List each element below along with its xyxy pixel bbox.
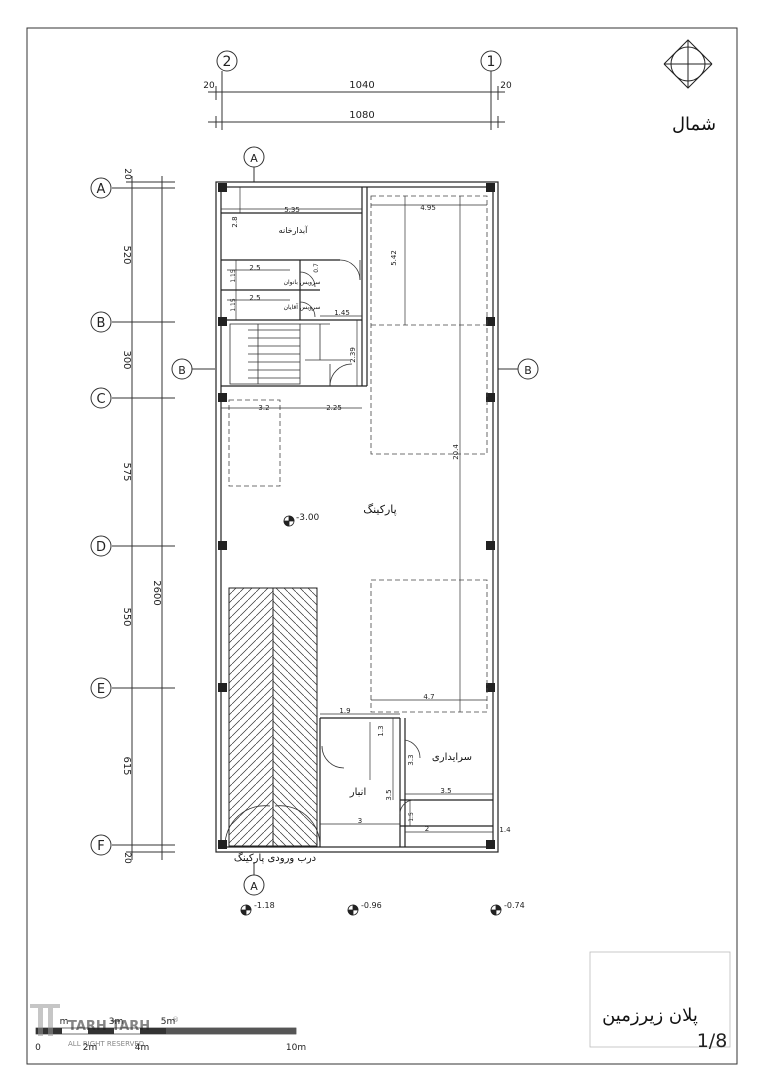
dim-top-left-small: 20 [203, 81, 215, 91]
grid-bubble-row-b [90, 311, 112, 333]
dim-3-3: 3.3 [407, 754, 415, 765]
dim-top-overall: 1080 [349, 110, 374, 121]
level-l1: -1.18 [254, 901, 275, 910]
title-block-scale: 1/8 [697, 1030, 728, 1052]
grid-axis-left [112, 176, 175, 860]
grid-bubble-row-c [90, 387, 112, 409]
grid-label-row-a: A [97, 182, 106, 197]
grid-bubble-col-2 [216, 50, 238, 72]
level-main: -3.00 [296, 513, 320, 523]
sheet-border [26, 27, 738, 1065]
dim-1-9: 1.9 [339, 707, 350, 715]
room-label-storage: انبار [349, 787, 366, 798]
dim-3-5-a: 3.5 [440, 787, 451, 795]
logo-mark: ® [172, 1016, 179, 1024]
grid-bubble-row-a [90, 177, 112, 199]
inner-dimension-texts: 5.35 2.8 4.95 5.42 2.5 1.15 0.7 2.5 1.15… [230, 204, 511, 834]
scale-t4: 4m [135, 1043, 150, 1053]
dim-2: 2 [425, 825, 429, 833]
room-label-entrance-door: درب ورودی پارکینگ [234, 852, 316, 864]
room-label-pantry: آبدارخانه [279, 225, 308, 235]
structural-columns [218, 183, 495, 849]
dim-1-4: 1.4 [499, 826, 511, 834]
grid-label-col-1: 1 [487, 54, 496, 70]
dim-1-3: 1.3 [377, 725, 385, 736]
dim-left-overall: 2600 [151, 580, 162, 605]
building-walls [215, 181, 499, 853]
dim-3-2: 3.2 [258, 404, 269, 412]
title-block-title: پلان زیرزمین [602, 1005, 698, 1026]
dim-0-7: 0.7 [313, 263, 320, 273]
grid-bubble-row-f [90, 834, 112, 856]
grid-label-row-b: B [97, 316, 106, 331]
scale-t2: 2m [83, 1043, 98, 1053]
dim-20-4: 20.4 [452, 444, 460, 460]
grid-bubbles-left [90, 177, 112, 856]
parking-spaces [228, 195, 488, 713]
dim-left-bottom-small: 20 [122, 852, 132, 864]
section-mark-b-left: B [178, 364, 186, 377]
grid-label-row-c: C [96, 392, 105, 407]
ramp-right-hatch [272, 587, 318, 847]
grid-bubble-row-d [90, 535, 112, 557]
ramp-left-hatch [228, 587, 274, 847]
dim-left-520: 520 [121, 245, 132, 264]
grid-label-row-f: F [97, 839, 104, 854]
dim-1-15-b: 1.15 [230, 298, 237, 312]
dim-2-5-a: 2.5 [249, 264, 260, 272]
dim-5-35: 5.35 [284, 206, 300, 214]
dim-5-42: 5.42 [390, 250, 398, 266]
grid-label-row-d: D [96, 540, 106, 555]
room-label-janitor: سرایداری [432, 752, 472, 763]
grid-bubble-row-e [90, 677, 112, 699]
north-label: شمال [672, 114, 716, 135]
scale-t5: 5m [161, 1017, 176, 1027]
logo-watermark: TARH TARH ® ALL RIGHT RESERVED [30, 1004, 179, 1048]
dim-4-95: 4.95 [420, 204, 436, 212]
room-label-parking: پارکینگ [363, 503, 396, 516]
north-arrow [663, 39, 713, 89]
grid-axis-top [208, 50, 505, 130]
section-mark-a-bottom: A [250, 880, 258, 893]
level-markers [240, 515, 502, 916]
scale-t3: 3m [109, 1017, 124, 1027]
inner-dimension-lines [221, 187, 493, 833]
dim-3: 3 [358, 817, 362, 825]
dim-left-550: 550 [121, 607, 132, 626]
logo-rights: ALL RIGHT RESERVED [68, 1040, 144, 1048]
grid-label-col-2: 2 [223, 54, 232, 70]
dim-2-5-b: 2.5 [249, 294, 260, 302]
scale-tm: m [60, 1017, 69, 1027]
dim-top-middle: 1040 [349, 80, 374, 91]
dim-1-45: 1.45 [334, 309, 350, 317]
room-label-wc-ladies: سرویس بانوان [284, 279, 321, 286]
dim-4-7: 4.7 [423, 693, 434, 701]
dim-1-15-a: 1.15 [230, 269, 237, 283]
scale-t10: 10m [286, 1043, 306, 1053]
section-markers [171, 146, 539, 896]
dim-top-right-small: 20 [500, 81, 512, 91]
dim-2-39: 2.39 [349, 347, 357, 363]
room-labels: آبدارخانه سرویس بانوان سرویس آقایان پارک… [234, 225, 472, 864]
dim-left-575: 575 [121, 462, 132, 481]
grid-label-row-e: E [97, 682, 105, 697]
dim-3-5-b: 3.5 [385, 789, 393, 800]
dim-left-615: 615 [121, 756, 132, 775]
section-mark-a-top: A [250, 152, 258, 165]
dim-left-300: 300 [121, 350, 132, 369]
staircase [229, 323, 350, 385]
dim-2-25: 2.25 [326, 404, 342, 412]
scale-t0: 0 [35, 1043, 41, 1053]
room-label-wc-gents: سرویس آقایان [284, 302, 321, 311]
level-l2: -0.96 [361, 901, 382, 910]
logo-name: TARH TARH [68, 1019, 150, 1034]
title-block-frame [589, 951, 731, 1048]
section-mark-b-right: B [524, 364, 532, 377]
dim-1-5: 1.5 [408, 812, 415, 822]
level-l3: -0.74 [504, 901, 525, 910]
dim-left-top-small: 20 [122, 168, 132, 180]
dim-2-8: 2.8 [231, 216, 239, 227]
